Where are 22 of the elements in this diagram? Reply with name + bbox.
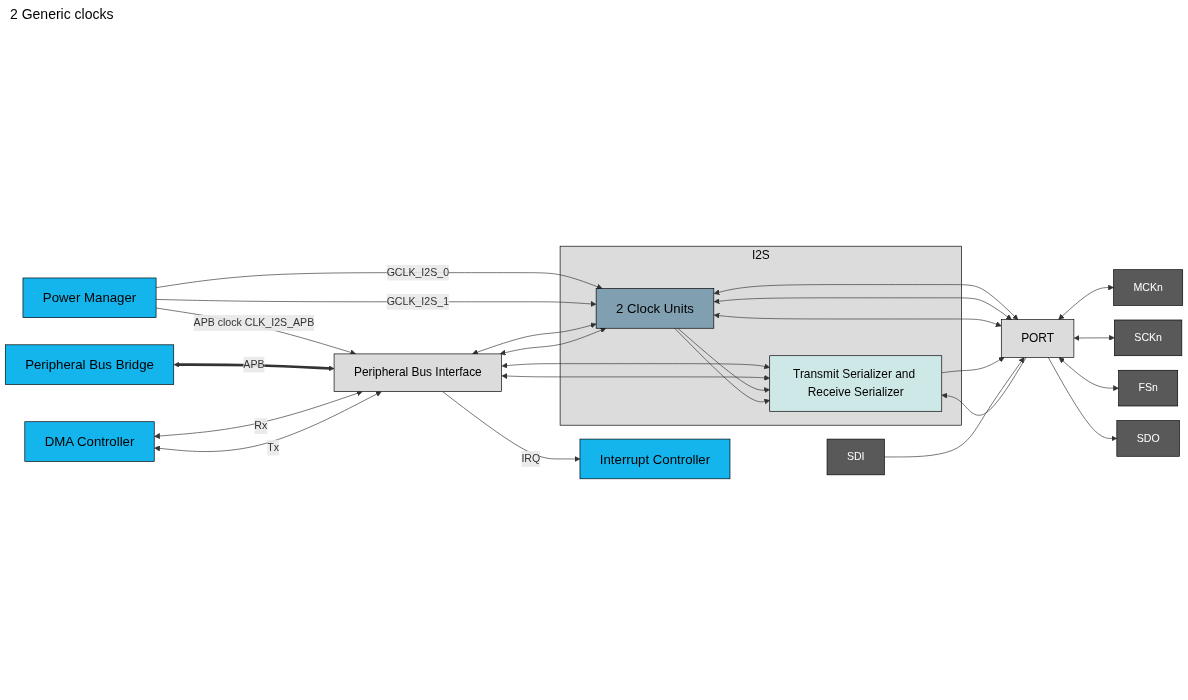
node-box: Interrupt Controller [579, 438, 731, 480]
edge-label: Tx [267, 441, 280, 453]
node-box: PORT [1000, 319, 1075, 358]
node-box: 2 Clock Units [595, 288, 715, 329]
node-box: Power Manager [22, 277, 157, 318]
node-box: Peripheral Bus Bridge [4, 344, 175, 385]
edge-label: APB [243, 358, 265, 370]
node-box: SDO [1116, 420, 1180, 457]
edge-label: APB clock CLK_I2S_APB [193, 317, 315, 329]
node-box: SCKn [1114, 319, 1183, 357]
node-box: MCKn [1113, 269, 1184, 306]
node-box: Transmit Serializer and Receive Serializer [769, 355, 943, 412]
edge-label: GCLK_I2S_0 [386, 266, 450, 278]
node-box: SDI [826, 438, 885, 476]
arrow [173, 361, 335, 372]
note-text: 2 Generic clocks [10, 6, 114, 22]
node-box: Peripheral Bus Interface [333, 353, 502, 392]
edge-label: IRQ [521, 452, 541, 465]
node-box: FSn [1118, 369, 1179, 407]
edge-label: Rx [254, 420, 268, 432]
node-box: DMA Controller [24, 421, 155, 462]
edge-label: GCLK_I2S_1 [386, 295, 450, 308]
